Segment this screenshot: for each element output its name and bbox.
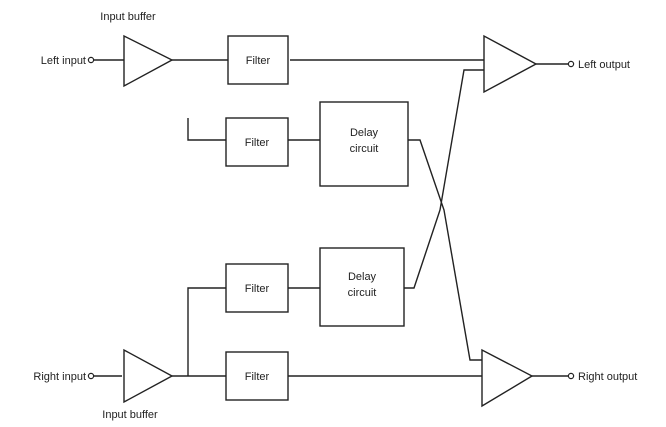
wire-delay2-cross-to-left-out <box>404 69 486 289</box>
right-input-buffer-amplifier <box>123 348 174 404</box>
delay-1-label-line2: circuit <box>350 143 379 155</box>
filter-4-block: Filter <box>225 351 289 401</box>
left-output-label: Left output <box>578 59 630 71</box>
filter-2-label: Filter <box>245 137 270 149</box>
left-input-terminal <box>87 56 95 64</box>
filter-3-label: Filter <box>245 283 270 295</box>
input-buffer-bottom-label: Input buffer <box>102 409 158 421</box>
right-output-label: Right output <box>578 371 637 383</box>
left-output-amplifier <box>483 34 538 94</box>
delay-circuit-1-block: Delay circuit <box>319 101 409 187</box>
wire-split-to-filter3 <box>187 287 226 376</box>
filter-1-block: Filter <box>227 35 289 85</box>
delay-2-label-line1: Delay <box>348 271 377 283</box>
right-output-amplifier <box>481 348 534 408</box>
filter-4-label: Filter <box>245 371 270 383</box>
input-buffer-top-label: Input buffer <box>100 11 156 23</box>
left-output-terminal <box>567 60 575 68</box>
right-input-label: Right input <box>33 371 86 383</box>
filter-1-label: Filter <box>246 55 271 67</box>
delay-1-label-line1: Delay <box>350 127 379 139</box>
left-input-label: Left input <box>41 55 86 67</box>
wires <box>94 59 568 377</box>
wire-delay1-cross-to-right-out <box>408 139 484 361</box>
filter-3-block: Filter <box>225 263 289 313</box>
delay-2-label-line2: circuit <box>348 287 377 299</box>
right-output-terminal <box>567 372 575 380</box>
wire-filter2-stub <box>187 118 226 141</box>
filter-2-block: Filter <box>225 117 289 167</box>
left-input-buffer-amplifier <box>123 34 174 88</box>
right-input-terminal <box>87 372 95 380</box>
delay-circuit-2-block: Delay circuit <box>319 247 405 327</box>
